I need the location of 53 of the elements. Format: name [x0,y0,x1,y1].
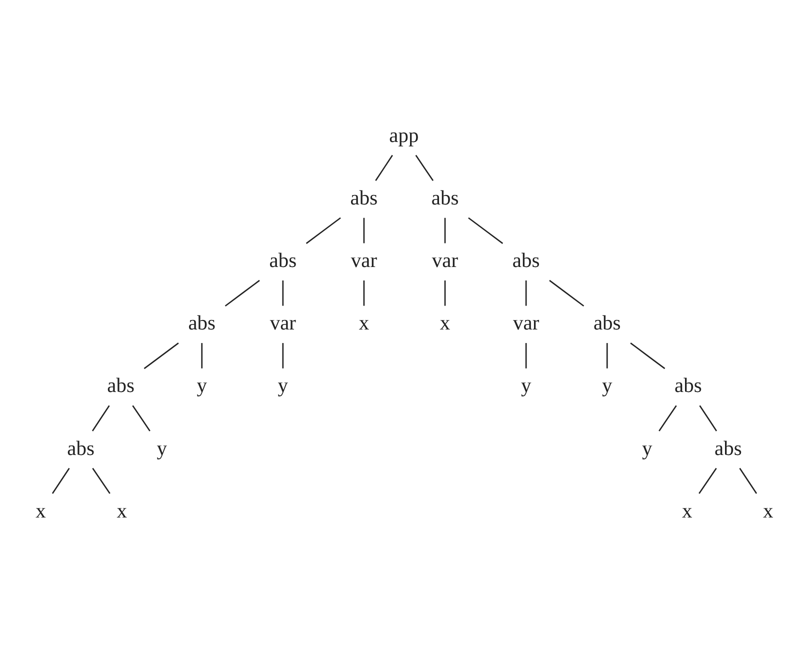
connector [92,467,110,494]
node-text: y [520,374,531,397]
connector [305,216,340,244]
node-text: abs [430,186,458,209]
node-text: x [439,312,450,334]
connector [468,216,503,244]
node-text: abs [188,312,216,334]
node-text: abs [268,250,296,272]
connector [444,217,446,243]
node-text: y [196,374,206,397]
node-text: abs [66,437,94,460]
node-text: var [512,312,539,334]
connector [444,280,446,306]
connector [414,154,434,180]
node-text: abs [714,437,742,460]
connector [606,342,608,368]
connector [224,279,260,306]
node-text: y [642,437,652,460]
connector [698,467,716,494]
connector [91,404,110,431]
node-text: y [602,374,612,397]
connector [51,467,70,494]
node-text: x [35,500,46,522]
node-text: var [431,250,458,272]
node-text: y [277,374,288,397]
connector [200,342,202,368]
connector [362,280,364,306]
connector [282,342,284,368]
node-text: var [269,312,296,334]
node-text: abs [512,250,540,272]
connector [374,154,392,180]
node-text: x [358,312,369,334]
node-text: x [116,500,126,522]
connector [132,404,150,431]
connector [282,280,284,306]
node-text: x [762,500,773,522]
connector [548,279,584,306]
connector [524,280,526,306]
connector [698,404,717,431]
node-text: abs [106,374,134,397]
node-text: x [682,500,692,522]
connector [362,217,364,243]
connector [658,404,676,431]
connector [143,342,178,369]
node-text: var [350,250,377,272]
node-text: y [156,437,166,460]
node-text: app [388,124,418,146]
node-text: abs [350,186,378,209]
connector [524,342,526,368]
node-text: abs [674,374,702,397]
connector [630,342,665,369]
connector [738,467,757,494]
node-text: abs [592,312,620,334]
